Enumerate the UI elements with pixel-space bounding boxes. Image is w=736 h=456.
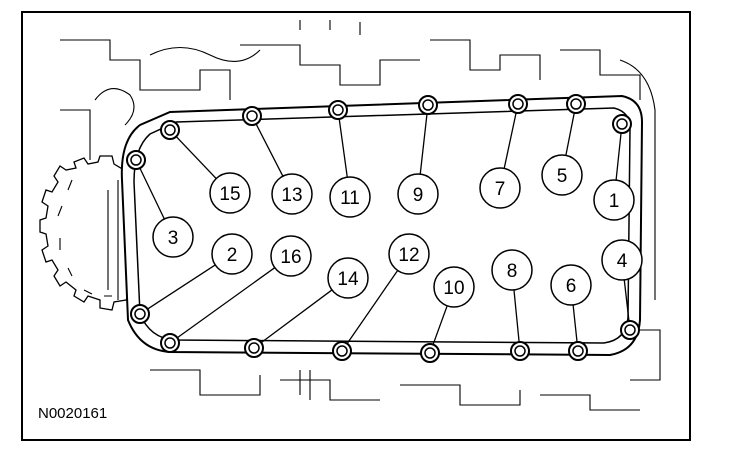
callout-6: 6 bbox=[550, 264, 592, 306]
bolt-1 bbox=[612, 114, 632, 134]
leader-13 bbox=[255, 123, 284, 177]
callout-label-10: 10 bbox=[443, 278, 464, 299]
bolt-13 bbox=[242, 106, 262, 126]
callout-4: 4 bbox=[601, 239, 643, 281]
callout-label-2: 2 bbox=[227, 245, 238, 266]
callout-label-13: 13 bbox=[281, 185, 302, 206]
bolt-12 bbox=[332, 341, 352, 361]
bolt-9 bbox=[418, 95, 438, 115]
leader-14 bbox=[260, 289, 333, 344]
leader-lines bbox=[139, 112, 630, 345]
callout-label-4: 4 bbox=[617, 251, 628, 272]
bolt-6 bbox=[568, 341, 588, 361]
callout-16: 16 bbox=[270, 235, 312, 277]
bolt-4 bbox=[620, 320, 640, 340]
callout-10: 10 bbox=[433, 266, 475, 308]
figure-id: N0020161 bbox=[38, 405, 107, 422]
callout-11: 11 bbox=[329, 176, 371, 218]
bolt-14 bbox=[244, 338, 264, 358]
callout-14: 14 bbox=[327, 257, 369, 299]
leader-10 bbox=[432, 305, 448, 345]
leader-11 bbox=[338, 118, 348, 178]
callout-1: 1 bbox=[593, 179, 635, 221]
callout-label-12: 12 bbox=[398, 245, 419, 266]
callout-5: 5 bbox=[541, 154, 583, 196]
callout-label-15: 15 bbox=[219, 184, 240, 205]
callout-label-5: 5 bbox=[557, 166, 568, 187]
leader-5 bbox=[565, 112, 575, 156]
callout-12: 12 bbox=[388, 233, 430, 275]
callout-label-9: 9 bbox=[413, 185, 424, 206]
callout-2: 2 bbox=[211, 233, 253, 275]
bolt-2 bbox=[130, 304, 150, 324]
leader-8 bbox=[513, 289, 520, 343]
leader-12 bbox=[346, 270, 399, 344]
leader-2 bbox=[147, 264, 216, 310]
bolt-3 bbox=[126, 150, 146, 170]
leader-6 bbox=[572, 304, 578, 343]
bolt-group bbox=[126, 94, 640, 363]
callout-8: 8 bbox=[491, 249, 533, 291]
callout-15: 15 bbox=[209, 172, 251, 214]
bolt-16 bbox=[160, 333, 180, 353]
callout-9: 9 bbox=[397, 173, 439, 215]
bolt-10 bbox=[420, 343, 440, 363]
callout-label-7: 7 bbox=[495, 179, 506, 200]
leader-16 bbox=[176, 267, 276, 339]
leader-3 bbox=[139, 167, 165, 220]
callout-label-6: 6 bbox=[566, 276, 577, 297]
bolt-11 bbox=[328, 100, 348, 120]
callout-3: 3 bbox=[152, 216, 194, 258]
leader-9 bbox=[419, 113, 428, 175]
callout-13: 13 bbox=[271, 173, 313, 215]
bolt-5 bbox=[566, 94, 586, 114]
leader-7 bbox=[503, 112, 517, 169]
callout-label-1: 1 bbox=[609, 191, 620, 212]
bolt-15 bbox=[160, 120, 180, 140]
leader-4 bbox=[623, 279, 630, 322]
callout-label-14: 14 bbox=[337, 269, 359, 290]
leader-15 bbox=[175, 136, 217, 179]
callout-7: 7 bbox=[479, 167, 521, 209]
callout-label-11: 11 bbox=[340, 188, 360, 209]
leader-1 bbox=[615, 132, 622, 181]
callout-label-16: 16 bbox=[280, 247, 301, 268]
bolt-7 bbox=[508, 94, 528, 114]
bolt-8 bbox=[510, 341, 530, 361]
callout-label-8: 8 bbox=[507, 261, 518, 282]
callout-label-3: 3 bbox=[168, 228, 179, 249]
